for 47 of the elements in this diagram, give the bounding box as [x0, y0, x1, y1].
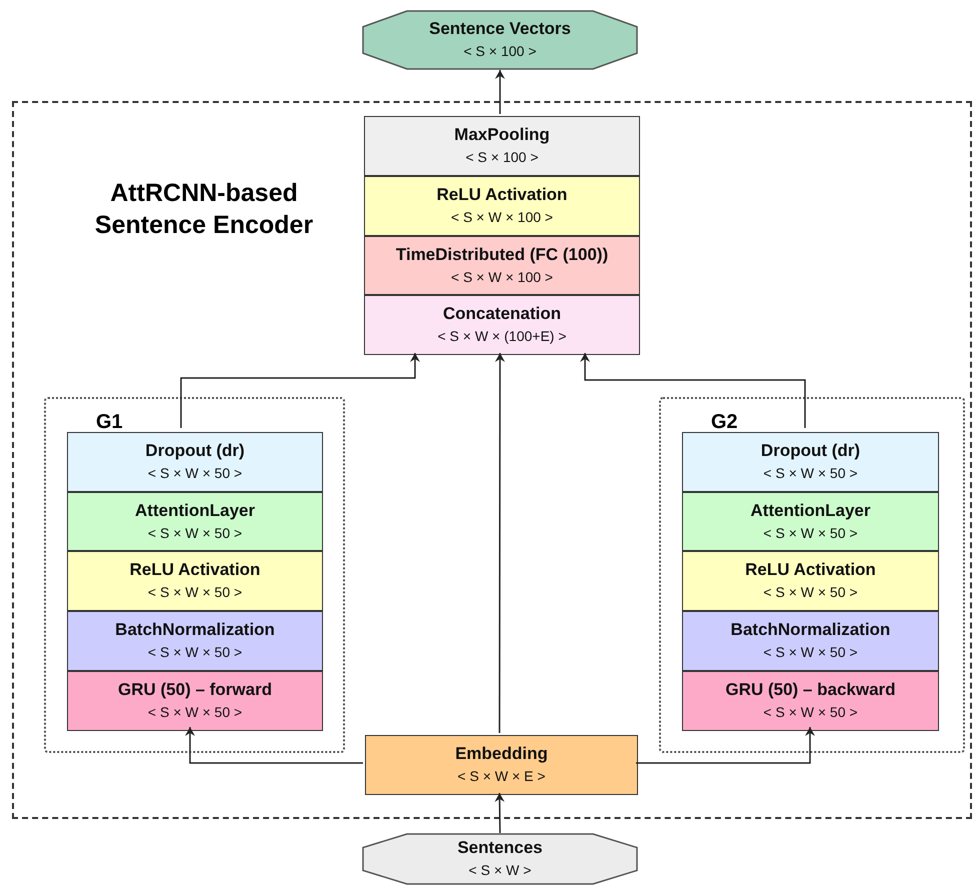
layer-name: Dropout (dr) — [760, 440, 860, 462]
layer-name: AttentionLayer — [135, 500, 255, 522]
group-label: G1 — [96, 410, 123, 435]
shape-label: < S × 100 > — [466, 148, 538, 167]
layer-name: BatchNormalization — [115, 619, 275, 641]
layer-name: BatchNormalization — [730, 619, 890, 641]
shape-label: < S × W × 50 > — [148, 703, 242, 722]
group-label: G2 — [711, 410, 738, 435]
shape-label: < S × W × E > — [458, 767, 546, 786]
layer-name: Dropout (dr) — [145, 440, 245, 462]
shape-label: < S × W × 100 > — [451, 268, 553, 286]
arrow — [185, 727, 363, 764]
layer-name: Concatenation — [442, 303, 562, 325]
layer-name: ReLU Activation — [130, 559, 260, 581]
layer-name: AttentionLayer — [750, 500, 870, 522]
region-title: AttRCNN-based Sentence Encoder — [94, 178, 314, 241]
arrow — [494, 792, 505, 834]
shape-label: < S × W > — [468, 861, 532, 880]
layer-name: ReLU Activation — [745, 559, 876, 581]
layer-name: Embedding — [455, 743, 548, 765]
layer-name: Sentence Vectors — [429, 18, 571, 40]
shape-label: < S × W × 50 > — [148, 464, 242, 483]
layer-name: MaxPooling — [454, 124, 550, 146]
arrow — [580, 353, 806, 428]
shape-label: < S × W × 100 > — [451, 208, 553, 227]
layer-name: TimeDistributed (FC (100)) — [396, 244, 608, 266]
shape-label: < S × W × 50 > — [763, 643, 858, 662]
arrow — [180, 353, 420, 428]
group-box — [659, 397, 965, 753]
arrow — [495, 353, 505, 733]
shape-label: < S × W × 50 > — [763, 703, 858, 722]
arrow — [495, 70, 505, 114]
layer-name: GRU (50) – forward — [118, 679, 272, 701]
shape-label: < S × W × 50 > — [148, 524, 242, 542]
layer-name: ReLU Activation — [436, 184, 568, 206]
shape-label: < S × W × 50 > — [763, 583, 858, 602]
arrow — [636, 727, 815, 764]
layer-name: GRU (50) – backward — [725, 679, 896, 701]
shape-label: < S × W × 50 > — [148, 643, 242, 662]
shape-label: < S × W × 50 > — [763, 524, 858, 542]
group-box — [44, 397, 345, 753]
shape-label: < S × W × (100+E) > — [438, 327, 566, 346]
shape-label: < S × W × 50 > — [763, 464, 858, 483]
layer-name: Sentences — [457, 837, 543, 859]
shape-label: < S × W × 50 > — [148, 583, 242, 602]
encoder-region — [12, 101, 972, 819]
shape-label: < S × 100 > — [464, 42, 536, 61]
